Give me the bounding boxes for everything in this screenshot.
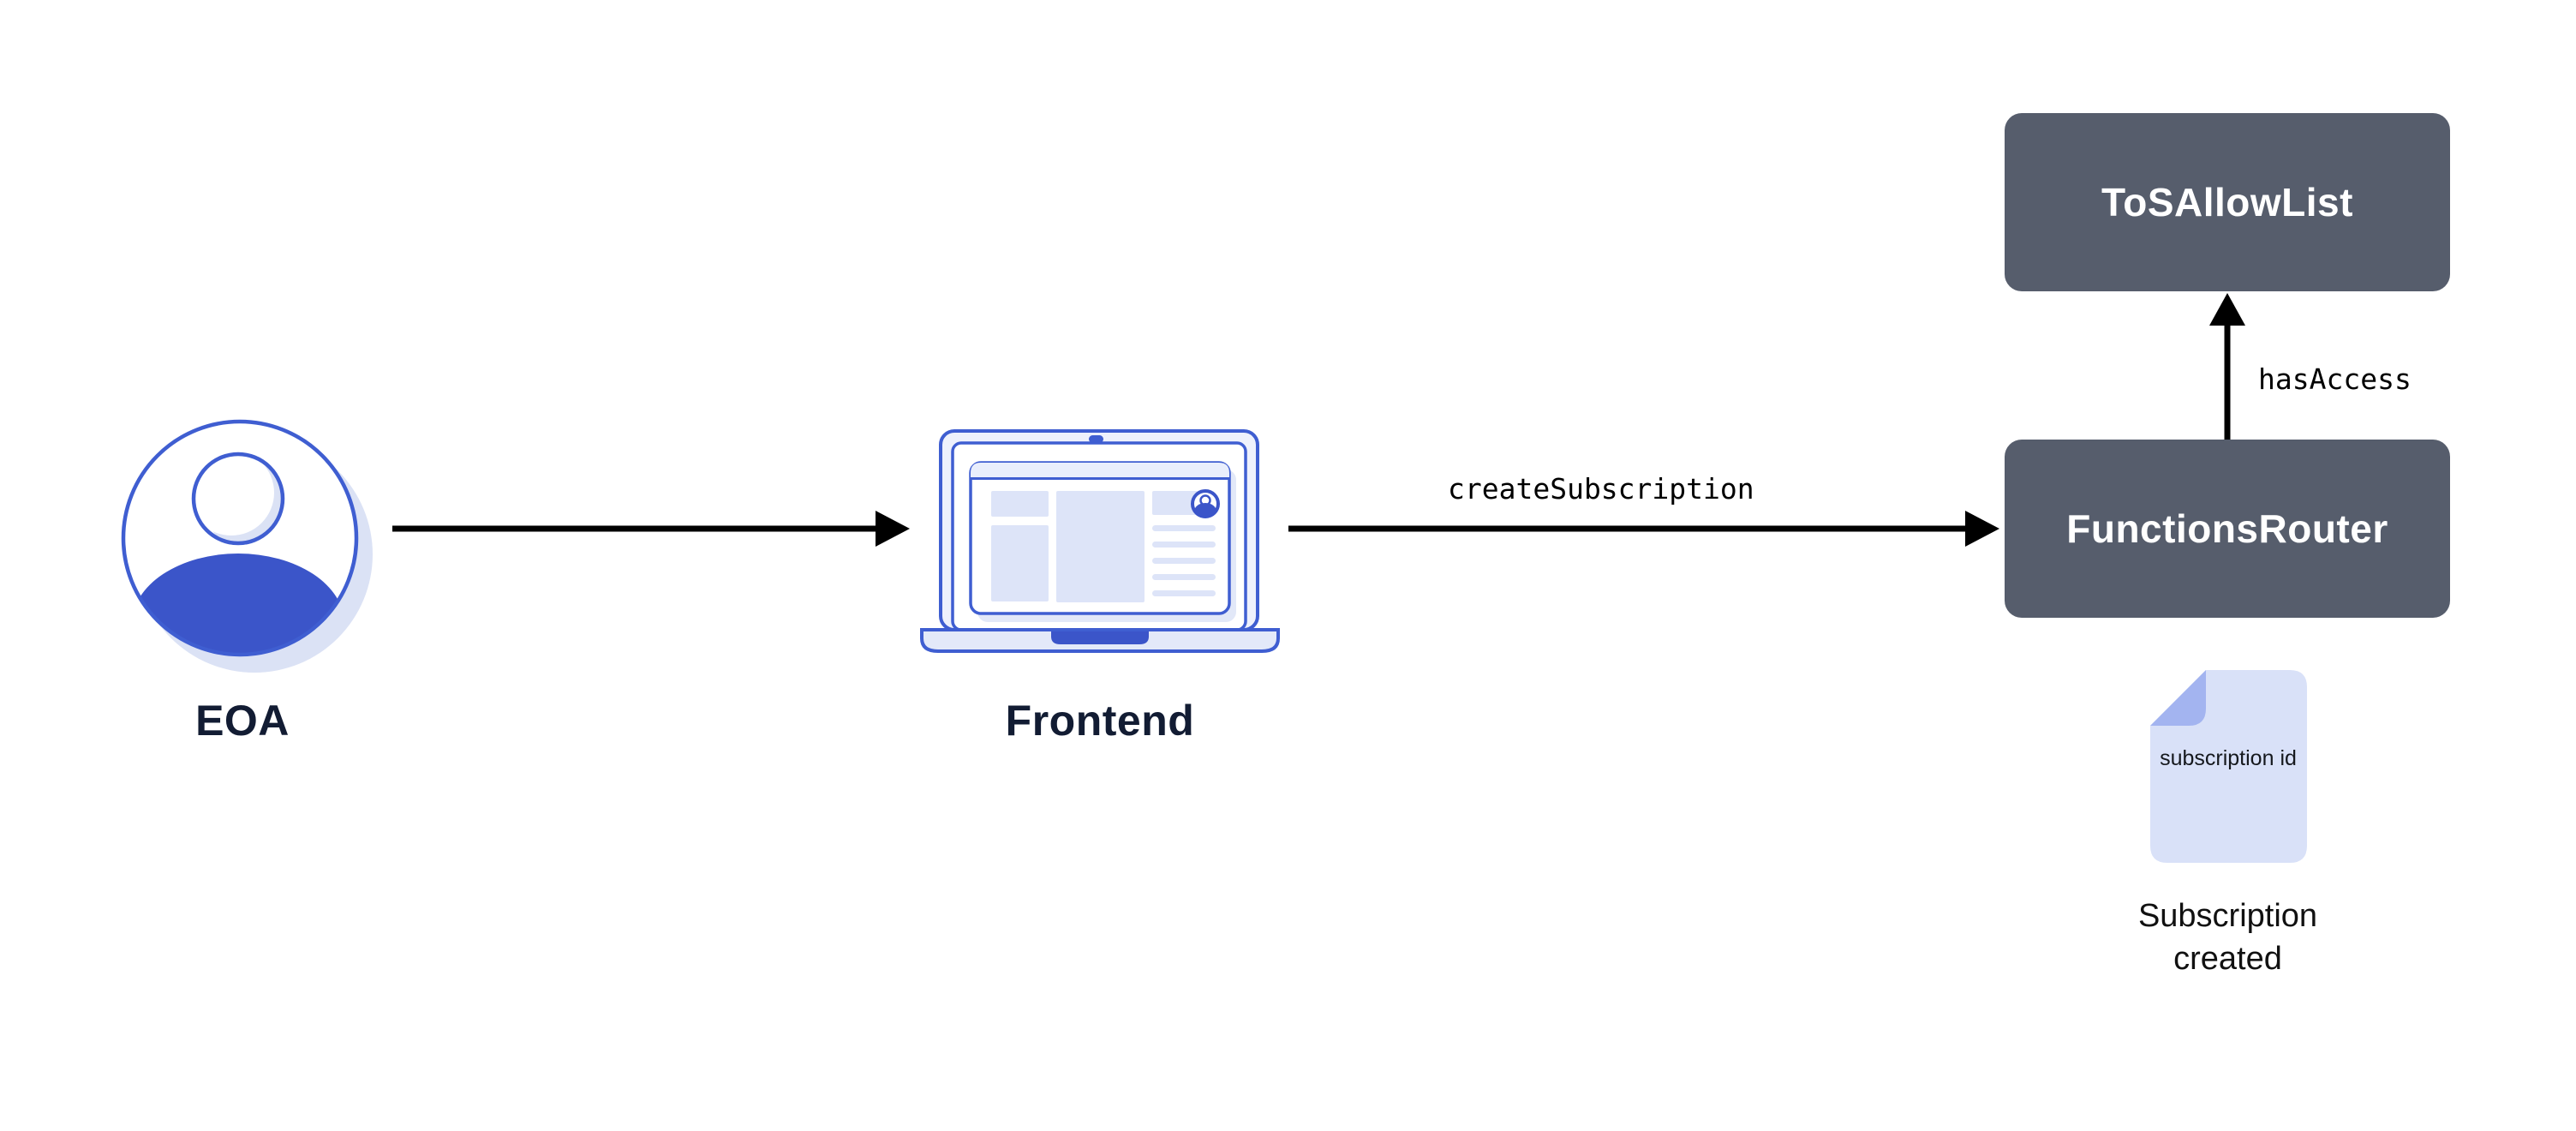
folded-corner-icon [2150,670,2206,726]
node-tos-allow-list: ToSAllowList [2005,113,2450,291]
arrowhead-right-icon [1965,511,1999,547]
frontend-label: Frontend [1005,697,1195,745]
eoa-label: EOA [195,697,290,745]
mini-user-avatar-icon [1191,489,1220,518]
edge-frontend-to-functions-router [1288,511,1999,547]
browser-content-blocks [991,491,1216,602]
edge-label-create-subscription: createSubscription [1448,472,1754,506]
laptop-icon [920,429,1280,653]
functions-router-label: FunctionsRouter [2066,506,2388,551]
arrowhead-right-icon [876,511,910,547]
subscription-created-caption: Subscription created [2137,898,2318,977]
edge-eoa-to-frontend [392,511,910,547]
user-avatar-icon [121,419,373,673]
arrowhead-up-icon [2209,293,2245,326]
edge-label-has-access: hasAccess [2258,362,2412,396]
edge-functions-router-to-tos-allow-list [2209,293,2245,440]
node-functions-router: FunctionsRouter [2005,440,2450,618]
document-icon [2150,670,2307,863]
tos-allow-list-label: ToSAllowList [2101,180,2353,224]
document-text: subscription id [2160,746,2297,770]
camera-dot [1089,435,1103,443]
